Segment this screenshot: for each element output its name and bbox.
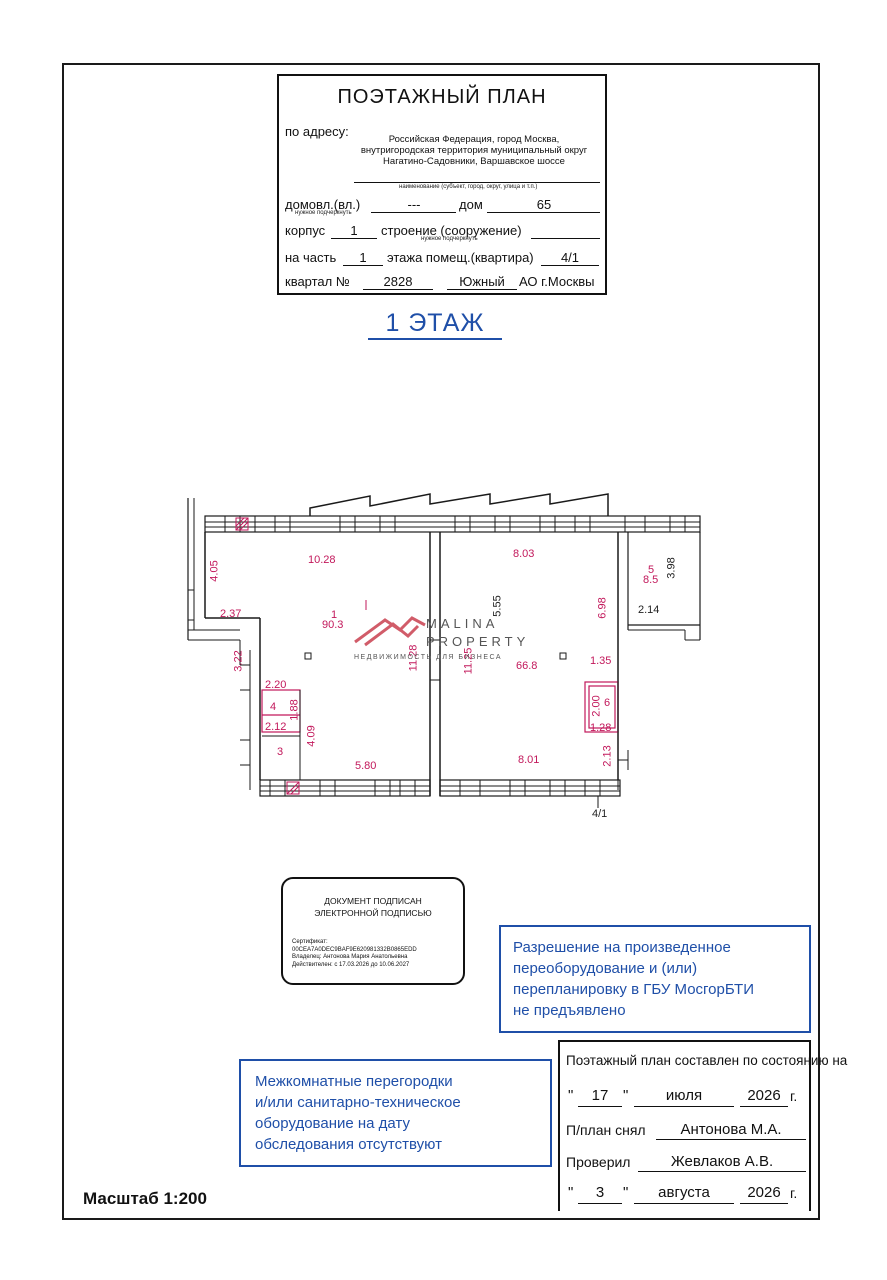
date2-open-quote: " — [568, 1184, 574, 1201]
dim-2-37: 2.37 — [220, 608, 242, 620]
domovl-label: домовл.(вл.) — [285, 197, 361, 212]
dim-2-13: 2.13 — [601, 745, 614, 767]
room-1-number: 1 — [331, 609, 338, 621]
dim-8-01: 8.01 — [518, 754, 540, 766]
date2-day: 3 — [595, 1184, 605, 1201]
stamp-cert-number: 00CEA7A0DEC9BAF9E620981332B0865EDD — [292, 946, 417, 953]
dim-1-28: 1.28 — [590, 722, 612, 734]
dim-10-28: 10.28 — [308, 554, 336, 566]
stamp-heading: ДОКУМЕНТ ПОДПИСАН ЭЛЕКТРОННОЙ ПОДПИСЬЮ — [314, 896, 432, 918]
e-signature-stamp: ДОКУМЕНТ ПОДПИСАН ЭЛЕКТРОННОЙ ПОДПИСЬЮ С… — [281, 877, 465, 985]
date1-close-quote: " — [623, 1087, 629, 1104]
na-chast-label: на часть — [285, 250, 337, 265]
date1-month: июля — [665, 1087, 703, 1104]
dim-1-35: 1.35 — [590, 655, 612, 667]
watermark-brand-line2: PROPERTY — [426, 634, 530, 649]
na-chast-value: 1 — [359, 250, 367, 265]
stamp-cert-label: Сертификат: — [292, 939, 328, 945]
dim-2-00: 2.00 — [590, 695, 603, 717]
address-label: по адресу: — [285, 124, 349, 139]
stamp-owner: Владелец: Антонова Мария Анатольевна — [292, 954, 408, 960]
watermark-tagline: НЕДВИЖИМОСТЬ ДЛЯ БИЗНЕСА — [354, 654, 503, 661]
date1-day: 17 — [591, 1087, 609, 1104]
dim-11-25: 11.25 — [462, 647, 475, 675]
dim-5-80: 5.80 — [355, 760, 377, 772]
title-block: ПОЭТАЖНЫЙ ПЛАН по адресу: Российская Фед… — [277, 74, 607, 295]
dim-2-20: 2.20 — [265, 679, 287, 691]
partitions-note: Межкомнатные перегородки и/или санитарно… — [239, 1059, 552, 1167]
dim-6-98: 6.98 — [596, 597, 609, 619]
floor-plan: 10.28 4.05 2.37 1 90.3 3.22 2.20 4 1.88 … — [180, 490, 710, 830]
permission-note: Разрешение на произведенное переоборудов… — [499, 925, 811, 1033]
unit-label: 4/1 — [592, 808, 608, 820]
stroenie-hint: нужное подчеркнуть — [421, 236, 478, 242]
surveyed-label: П/план снял — [566, 1122, 646, 1138]
stroenie-label: строение (сооружение) — [381, 223, 522, 238]
dim-3-22: 3.22 — [232, 650, 245, 672]
date2-year-suffix: г. — [790, 1185, 798, 1201]
dim-8-03: 8.03 — [513, 548, 535, 560]
checked-by: Жевлаков А.В. — [670, 1153, 774, 1170]
date1-open-quote: " — [568, 1087, 574, 1104]
okrug-suffix: АО г.Москвы — [519, 274, 595, 289]
dim-4-05: 4.05 — [208, 560, 221, 582]
dim-5-55: 5.55 — [491, 595, 504, 617]
room-1-area: 90.3 — [322, 619, 344, 631]
korpus-value: 1 — [350, 223, 358, 238]
room-3-number: 3 — [277, 746, 284, 758]
watermark-brand-line1: MALINA — [426, 616, 499, 631]
address-text: Российская Федерация, город Москва, внут… — [360, 134, 588, 167]
kvartal-label: квартал № — [285, 274, 350, 289]
date1-year-suffix: г. — [790, 1088, 798, 1104]
date2-close-quote: " — [623, 1184, 629, 1201]
dim-2-12: 2.12 — [265, 721, 287, 733]
dim-1-88: 1.88 — [288, 699, 301, 721]
stamp-valid: Действителен: с 17.03.2026 до 10.06.2027 — [292, 961, 410, 968]
floor-title: 1 ЭТАЖ — [368, 308, 502, 340]
checked-label: Проверил — [566, 1154, 631, 1170]
domovl-value: --- — [407, 197, 421, 212]
date2-year: 2026 — [747, 1184, 781, 1201]
surveyed-by: Антонова М.А. — [680, 1121, 782, 1138]
korpus-label: корпус — [285, 223, 326, 238]
cert-header: Поэтажный план составлен по состоянию на — [566, 1053, 848, 1068]
dom-value: 65 — [536, 197, 552, 212]
dim-3-98: 3.98 — [665, 557, 678, 579]
certification-block: Поэтажный план составлен по состоянию на… — [558, 1040, 847, 1211]
dim-2-14: 2.14 — [638, 604, 660, 616]
kvartal-value: 2828 — [383, 274, 413, 289]
document-title: ПОЭТАЖНЫЙ ПЛАН — [337, 86, 547, 108]
sheet-frame — [62, 63, 820, 1220]
scale-label: Масштаб 1:200 — [83, 1189, 207, 1208]
room-5-number: 5 — [648, 564, 655, 576]
etazh-value: 4/1 — [560, 250, 580, 265]
room-6-number: 6 — [604, 697, 611, 709]
dom-label: дом — [459, 197, 483, 212]
date1-year: 2026 — [747, 1087, 781, 1104]
okrug-value: Южный — [459, 274, 505, 289]
room-5-area: 8.5 — [643, 574, 659, 586]
domovl-hint: нужное подчеркнуть — [295, 210, 352, 216]
etazh-label: этажа помещ.(квартира) — [387, 250, 534, 265]
room-4-number: 4 — [270, 701, 277, 713]
date2-month: августа — [658, 1184, 710, 1201]
dim-4-09: 4.09 — [305, 725, 318, 747]
room-2-area: 66.8 — [516, 660, 538, 672]
floor-plan-drawing — [187, 493, 701, 808]
address-caption: наименование (субъект, город, округ, ули… — [399, 184, 538, 190]
